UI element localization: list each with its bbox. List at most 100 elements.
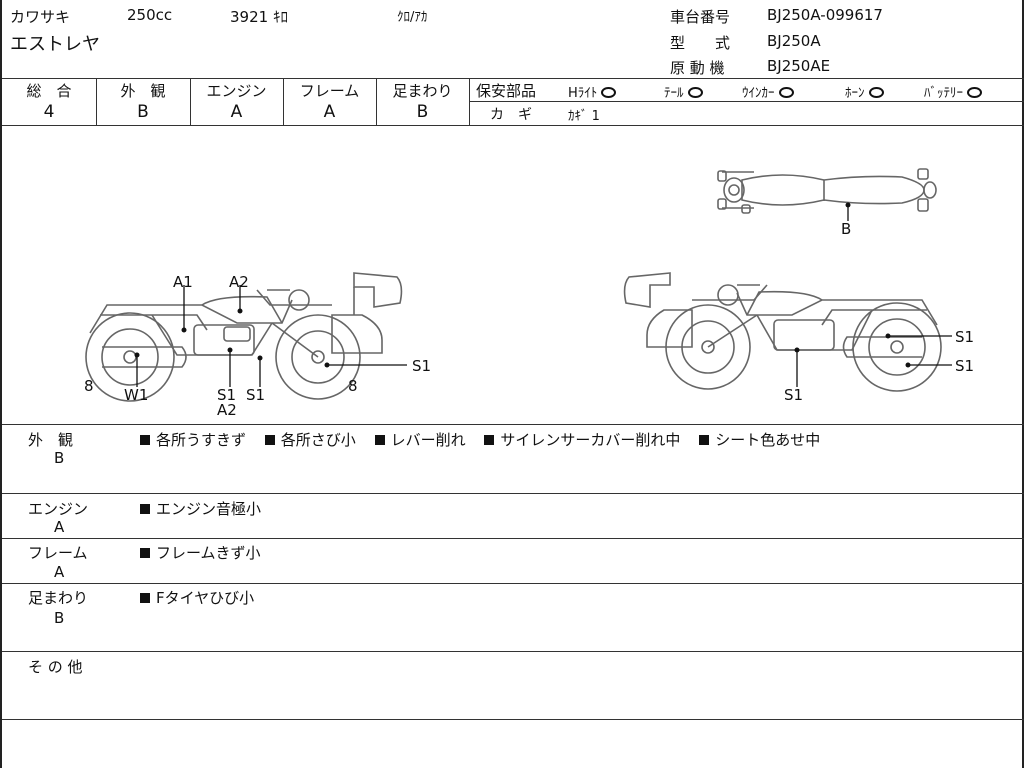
diagram-label-w1: W1	[124, 386, 148, 404]
note-text: フレームきず小	[156, 544, 261, 562]
engine-value: BJ250AE	[767, 57, 831, 75]
safety-title: 保安部品	[476, 82, 537, 100]
color: ｸﾛ/ｱｶ	[397, 10, 428, 25]
safety-headlight-label: Hﾗｲﾄ	[568, 86, 598, 101]
divider	[2, 125, 1024, 126]
diagram-label-a2-bottom: A2	[217, 401, 237, 419]
divider	[96, 78, 97, 125]
ok-circle-icon	[601, 87, 617, 98]
grade-exterior-label: 外 観	[120, 82, 166, 100]
note-item: シート色あせ中	[699, 431, 820, 449]
bullet-square-icon	[484, 435, 495, 445]
mileage: 3921 ｷﾛ	[230, 8, 288, 26]
safety-tail: ﾃｰﾙ	[664, 82, 703, 101]
note-item: 各所うすきず	[140, 431, 246, 449]
section-engine-title: エンジン	[28, 500, 89, 518]
grade-suspension-label: 足まわり	[392, 82, 453, 100]
grade-exterior-value: B	[137, 102, 149, 122]
grade-engine-label: エンジン	[206, 82, 267, 100]
note-item: 各所さび小	[264, 431, 356, 449]
diagram-label-s1-right: S1	[412, 357, 431, 375]
ok-circle-icon	[687, 87, 703, 98]
note-item: エンジン音極小	[140, 500, 261, 518]
diagram-label-s1-a: S1	[217, 386, 236, 404]
grade-engine-value: A	[230, 102, 243, 122]
diagram-label-8-left: 8	[84, 377, 94, 395]
grade-total-value: 4	[43, 102, 55, 122]
divider	[470, 101, 1024, 102]
diagram-label-s1-b: S1	[246, 386, 265, 404]
bullet-square-icon	[140, 504, 150, 514]
ok-circle-icon	[778, 87, 794, 98]
divider	[2, 538, 1024, 539]
section-exterior-grade: B	[54, 449, 65, 467]
key-label: カ ギ	[490, 107, 532, 123]
divider	[2, 493, 1024, 494]
safety-battery-label: ﾊﾞｯﾃﾘｰ	[924, 86, 963, 101]
ok-circle-icon	[868, 87, 884, 98]
safety-horn-label: ﾎｰﾝ	[845, 86, 865, 101]
note-item: レバー削れ	[374, 431, 466, 449]
section-engine-notes: エンジン音極小	[140, 498, 275, 519]
safety-horn: ﾎｰﾝ	[845, 82, 884, 101]
section-other-title: そ の 他	[28, 658, 83, 676]
divider	[190, 78, 191, 125]
section-frame-notes: フレームきず小	[140, 542, 275, 563]
divider	[469, 78, 470, 125]
safety-headlight: Hﾗｲﾄ	[568, 82, 617, 101]
bike-left-view-icon	[85, 272, 403, 402]
displacement: 250cc	[127, 6, 173, 24]
section-frame-grade: A	[54, 563, 65, 581]
section-suspension-notes: Fタイヤひび小	[140, 587, 268, 608]
diagram-label-top-b: B	[841, 220, 851, 238]
section-engine-grade: A	[54, 518, 65, 536]
bullet-square-icon	[140, 435, 150, 445]
divider	[2, 424, 1024, 425]
bullet-square-icon	[140, 593, 150, 603]
grade-suspension-value: B	[416, 102, 429, 122]
bullet-square-icon	[140, 548, 150, 558]
diagram-label-a2: A2	[229, 273, 249, 291]
type-value: BJ250A	[767, 32, 821, 50]
note-text: レバー削れ	[390, 431, 466, 449]
note-text: Fタイヤひび小	[156, 589, 255, 607]
note-item: Fタイヤひび小	[140, 589, 254, 607]
type-label: 型 式	[670, 34, 731, 52]
safety-battery: ﾊﾞｯﾃﾘｰ	[924, 82, 983, 101]
divider	[2, 78, 1024, 79]
note-text: 各所うすきず	[156, 431, 247, 449]
grade-frame-value: A	[323, 102, 336, 122]
safety-winker: ｳｲﾝｶｰ	[742, 82, 794, 101]
bullet-square-icon	[264, 435, 275, 445]
chassis-label: 車台番号	[670, 8, 731, 26]
chassis-value: BJ250A-099617	[767, 6, 883, 24]
note-text: エンジン音極小	[156, 500, 262, 518]
divider	[376, 78, 377, 125]
grade-frame-label: フレーム	[299, 82, 360, 100]
safety-winker-label: ｳｲﾝｶｰ	[742, 86, 775, 101]
divider	[283, 78, 284, 125]
diagram-label-8-mid: 8	[348, 377, 358, 395]
grade-total-label: 総 合	[26, 82, 72, 100]
safety-tail-label: ﾃｰﾙ	[664, 86, 684, 101]
motorcycle-diagram: B A1 A2 S1 8 W1 S1 S1 A2 8 S1 S1 S1	[84, 168, 974, 419]
note-item: サイレンサーカバー削れ中	[484, 431, 680, 449]
section-exterior-title: 外 観	[28, 431, 74, 449]
engine-label: 原 動 機	[670, 59, 725, 77]
divider	[2, 583, 1024, 584]
bullet-square-icon	[374, 435, 385, 445]
key-value: ｶｷﾞ 1	[568, 109, 600, 124]
bike-right-view-icon	[623, 272, 942, 392]
note-text: シート色あせ中	[715, 431, 821, 449]
note-text: 各所さび小	[280, 431, 356, 449]
diagram-label-rs1-top: S1	[955, 328, 974, 346]
model-name: エストレヤ	[10, 34, 100, 55]
section-suspension-grade: B	[54, 609, 65, 627]
section-suspension-title: 足まわり	[28, 589, 89, 607]
bullet-square-icon	[699, 435, 710, 445]
diagram-label-a1: A1	[173, 273, 193, 291]
note-item: フレームきず小	[140, 544, 261, 562]
diagram-label-rs1-mid: S1	[955, 357, 974, 375]
note-text: サイレンサーカバー削れ中	[500, 431, 681, 449]
divider	[2, 719, 1024, 720]
